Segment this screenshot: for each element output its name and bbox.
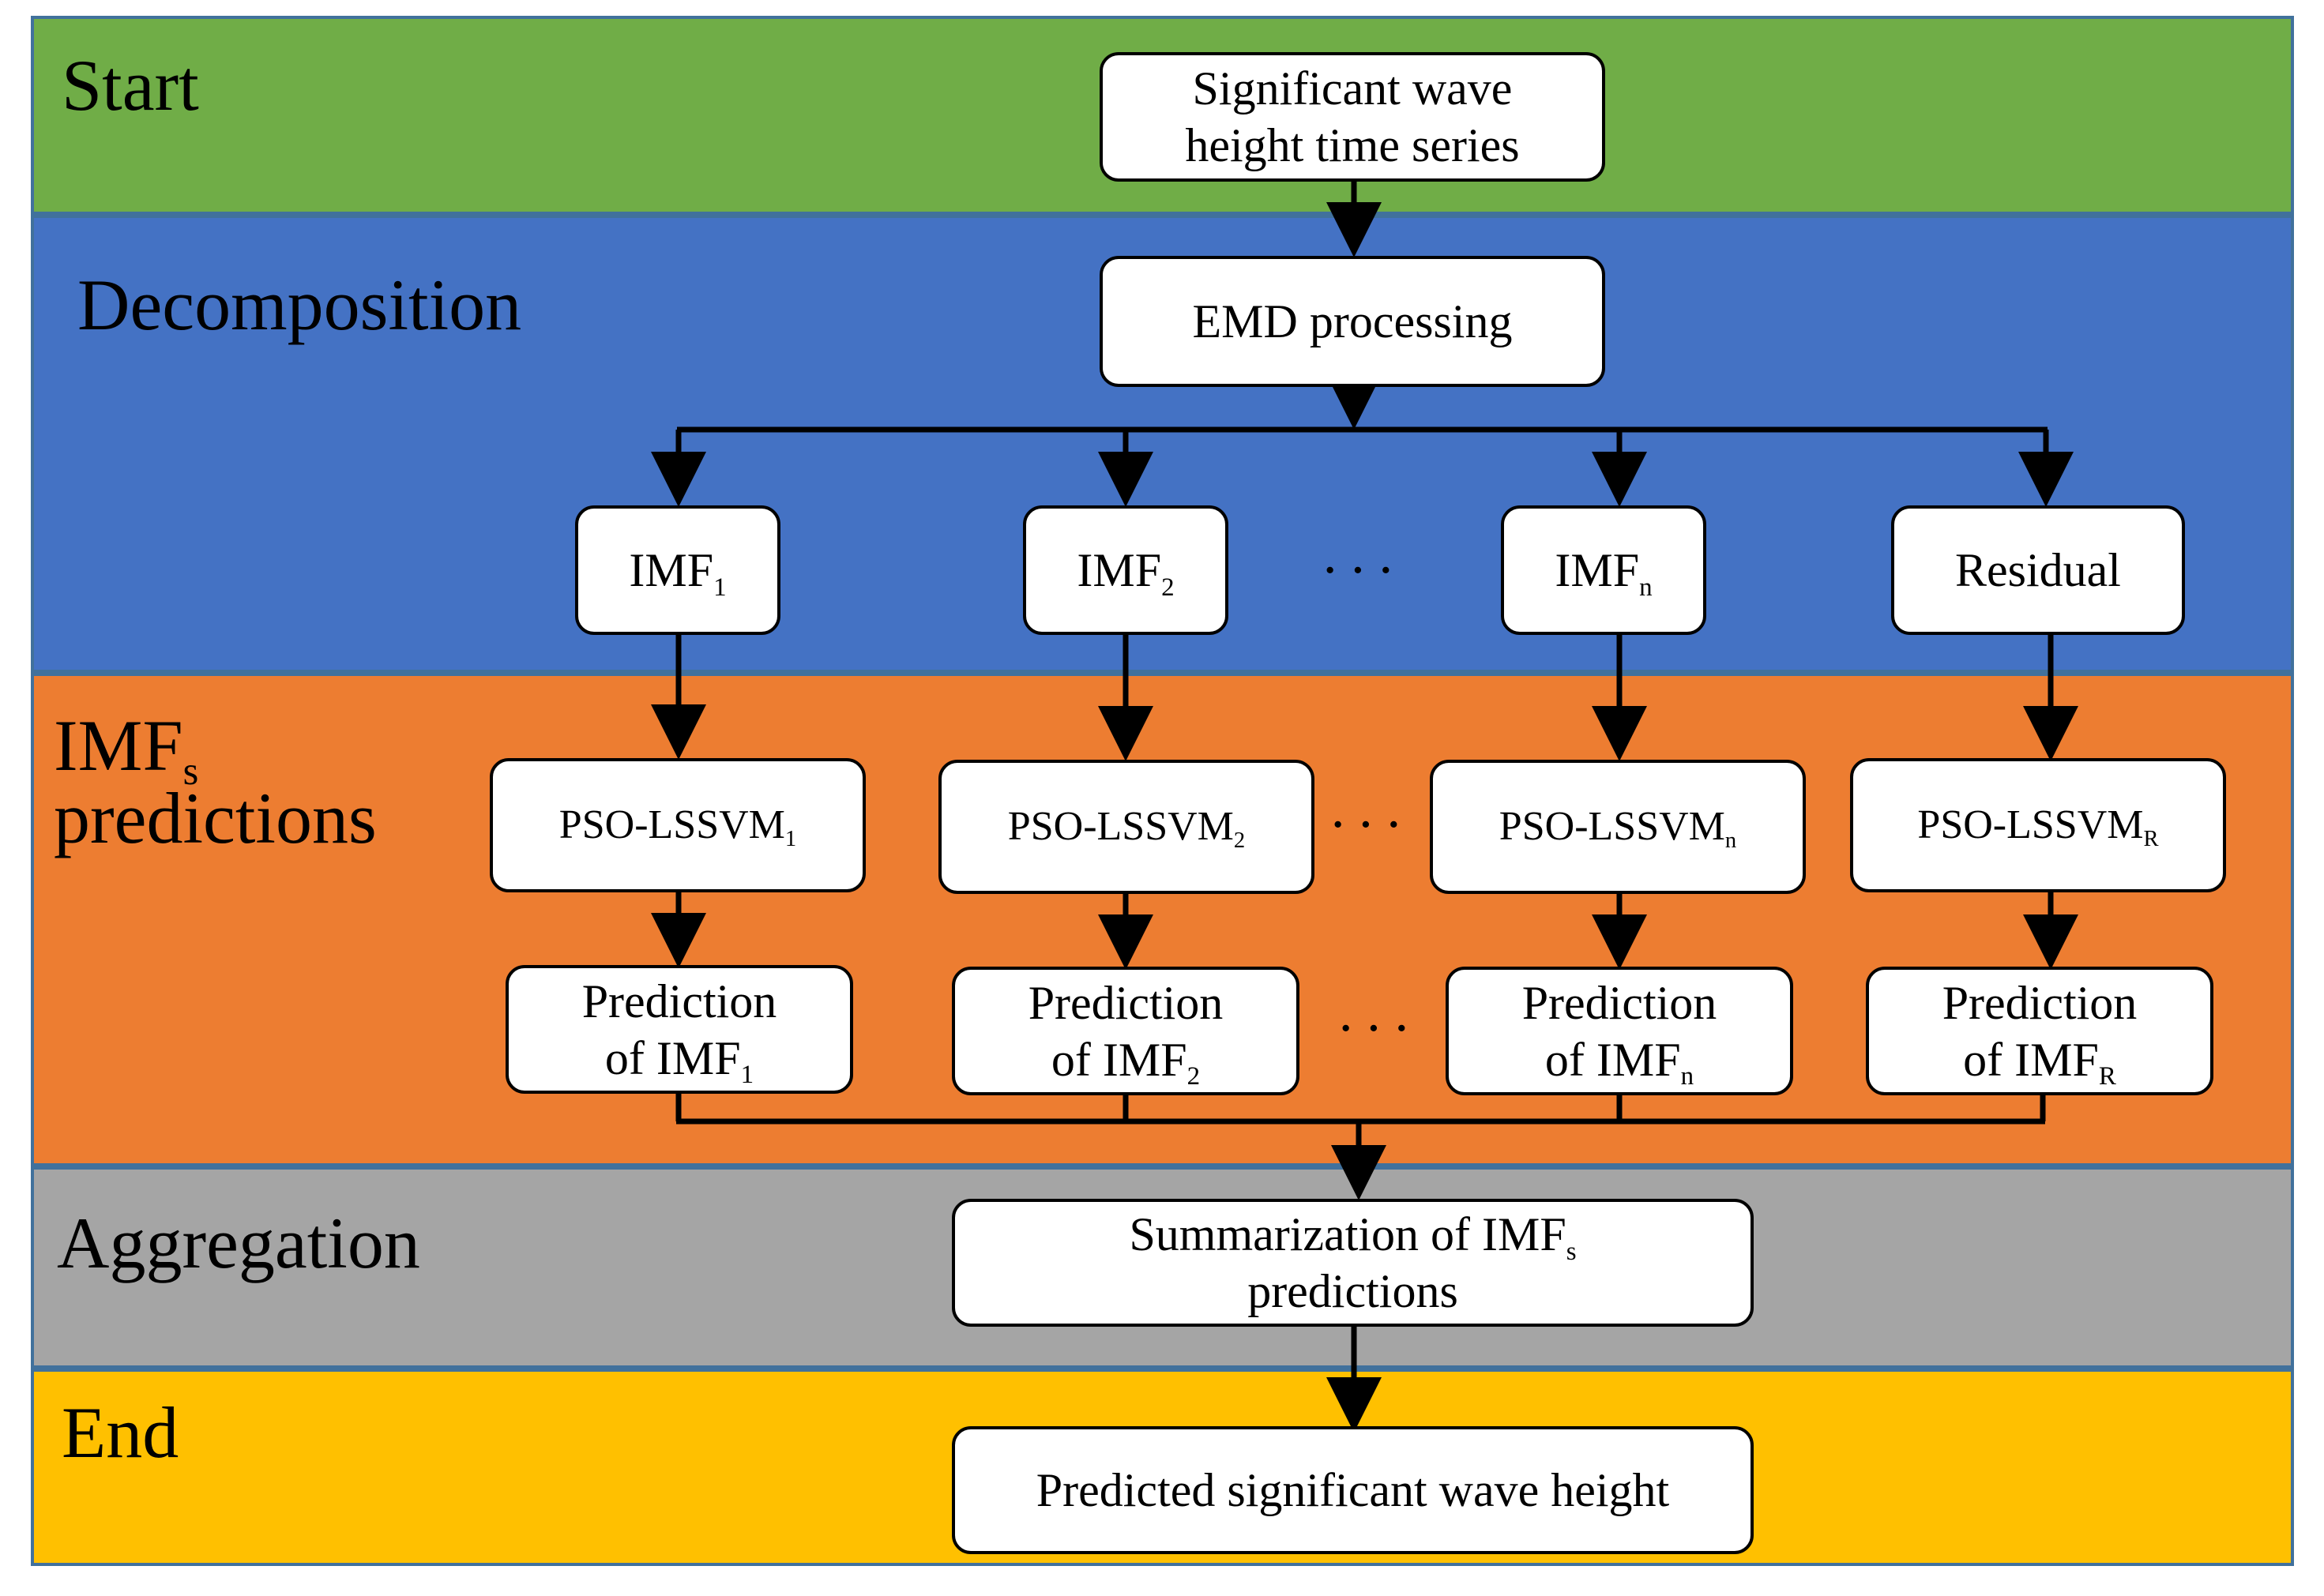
emd-node-label: EMD processing: [1192, 295, 1513, 347]
pso2-sub: 2: [1233, 828, 1246, 853]
pso2-node: PSO-LSSVM2: [938, 760, 1314, 894]
decomposition-label: Decomposition: [77, 265, 522, 345]
summary-line2: predictions: [1247, 1265, 1458, 1317]
pso-ellipsis: ···: [1329, 794, 1412, 855]
aggregation-label: Aggregation: [57, 1203, 420, 1283]
pso1-label: PSO-LSSVM: [558, 802, 785, 847]
imf1-sub: 1: [713, 573, 727, 602]
pred2-sub: 2: [1186, 1062, 1201, 1091]
imf-ellipsis: ···: [1321, 540, 1405, 601]
output-node: Predicted significant wave height: [952, 1426, 1754, 1554]
predictions-label-sub: s: [182, 748, 199, 793]
residual-label: Residual: [1955, 544, 2121, 596]
predr-line1: Prediction: [1942, 976, 2138, 1029]
summary-node: Summarization of IMFs predictions: [952, 1199, 1754, 1327]
input-node-line1: Significant wave: [1192, 62, 1513, 115]
pred-ellipsis: ···: [1337, 998, 1420, 1059]
predictions-label: IMFs predictions: [54, 709, 377, 854]
pso2-label: PSO-LSSVM: [1007, 803, 1234, 849]
imf1-label: IMF: [629, 544, 714, 596]
emd-node: EMD processing: [1100, 256, 1605, 387]
start-label: Start: [62, 45, 199, 126]
psor-node: PSO-LSSVMR: [1850, 758, 2226, 892]
imfn-node: IMFn: [1501, 505, 1706, 635]
residual-node: Residual: [1891, 505, 2185, 635]
pred1-sub: 1: [740, 1061, 754, 1090]
peon-label: PSO-LSSVM: [1499, 803, 1725, 849]
predictions-label-line2: predictions: [54, 778, 377, 858]
output-label: Predicted significant wave height: [1036, 1464, 1670, 1516]
imf2-node: IMF2: [1023, 505, 1228, 635]
peon-sub: n: [1724, 828, 1737, 853]
predr-node: Prediction of IMFR: [1866, 967, 2213, 1095]
imf2-label: IMF: [1077, 544, 1162, 596]
predn-node: Prediction of IMFn: [1446, 967, 1793, 1095]
imf2-sub: 2: [1161, 573, 1175, 602]
pred2-node: Prediction of IMF2: [952, 967, 1299, 1095]
predn-sub: n: [1680, 1062, 1694, 1091]
predr-line2: of IMF: [1963, 1033, 2099, 1086]
input-node: Significant wave height time series: [1100, 52, 1605, 182]
pred2-line2: of IMF: [1051, 1033, 1187, 1086]
pso1-node: PSO-LSSVM1: [490, 758, 866, 892]
input-node-line2: height time series: [1185, 119, 1520, 171]
psor-sub: R: [2143, 826, 2159, 851]
predn-line1: Prediction: [1521, 976, 1717, 1029]
predr-sub: R: [2098, 1062, 2116, 1091]
imfn-sub: n: [1639, 573, 1653, 602]
pred2-line1: Prediction: [1028, 976, 1224, 1029]
pso1-sub: 1: [784, 826, 797, 851]
peon-node: PSO-LSSVMn: [1430, 760, 1806, 894]
pred1-node: Prediction of IMF1: [506, 965, 853, 1094]
pred1-line1: Prediction: [581, 974, 777, 1027]
summary-line1: Summarization of IMF: [1129, 1208, 1566, 1260]
predn-line2: of IMF: [1544, 1033, 1681, 1086]
end-label: End: [62, 1392, 179, 1473]
imf1-node: IMF1: [575, 505, 780, 635]
psor-label: PSO-LSSVM: [1917, 802, 2144, 847]
imfn-label: IMF: [1555, 544, 1640, 596]
predictions-label-main: IMF: [54, 705, 183, 786]
pred1-line2: of IMF: [604, 1031, 741, 1084]
summary-sub: s: [1566, 1237, 1577, 1266]
